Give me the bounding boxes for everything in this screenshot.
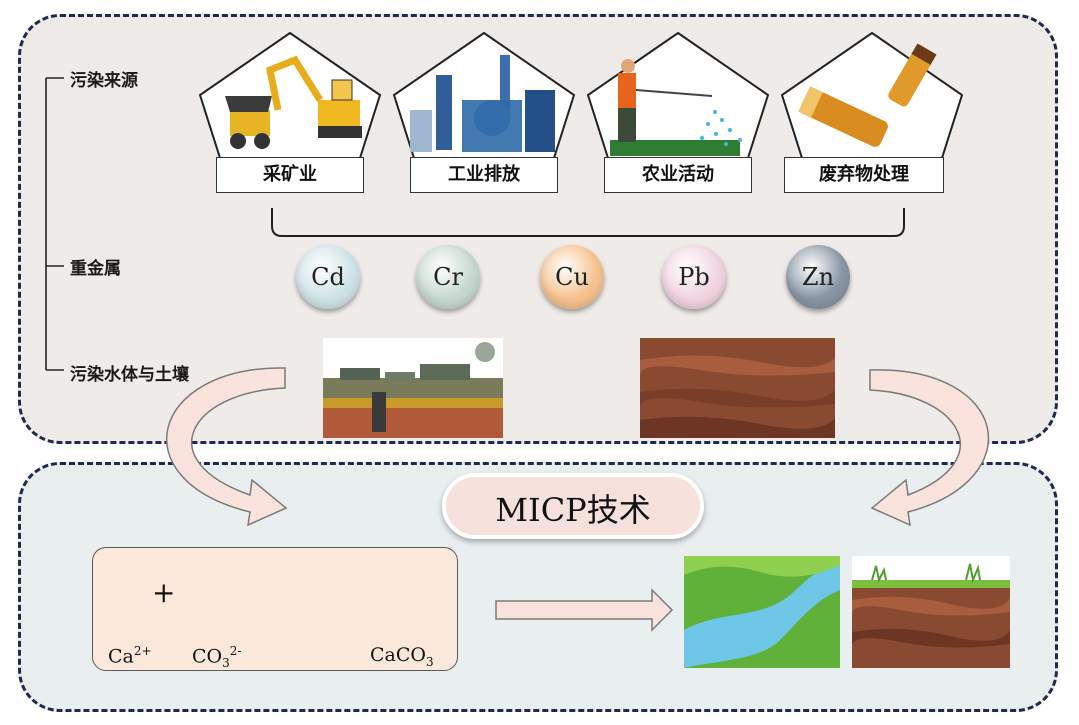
polluted-water-tile — [323, 338, 503, 438]
label-heavy-metals: 重金属 — [70, 259, 121, 279]
polluted-soil-tile — [640, 338, 835, 438]
source-agricultural-activities: 农业活动 — [604, 157, 752, 193]
left-curved-arrow — [165, 367, 288, 527]
metal-cr: Cr — [416, 245, 480, 309]
reactant-calcium-ion: Ca2+ — [108, 644, 152, 668]
micp-technology-title: MICP技术 — [442, 473, 704, 539]
industry-pentagon — [392, 31, 576, 159]
reactant-carbonate-ion: CO32- — [192, 644, 242, 671]
plus-sign: + — [152, 576, 176, 609]
right-curved-arrow — [869, 369, 990, 527]
source-industrial-emissions: 工业排放 — [410, 157, 558, 193]
metal-cu: Cu — [540, 245, 604, 309]
metal-cd: Cd — [296, 245, 360, 309]
clean-river-tile — [684, 556, 840, 668]
metal-pb: Pb — [662, 245, 726, 309]
straight-arrow — [495, 588, 674, 632]
agriculture-pentagon — [586, 31, 770, 159]
metal-zn: Zn — [786, 245, 850, 309]
reaction-box — [92, 547, 458, 671]
source-waste-treatment: 废弃物处理 — [784, 157, 944, 193]
mining-pentagon — [198, 31, 382, 159]
label-polluted-water-soil: 污染水体与土壤 — [70, 365, 189, 385]
clean-soil-tile — [851, 556, 1010, 668]
product-calcium-carbonate: CaCO3 — [370, 644, 434, 669]
source-mining: 采矿业 — [216, 157, 364, 193]
label-pollution-sources: 污染来源 — [70, 71, 138, 91]
